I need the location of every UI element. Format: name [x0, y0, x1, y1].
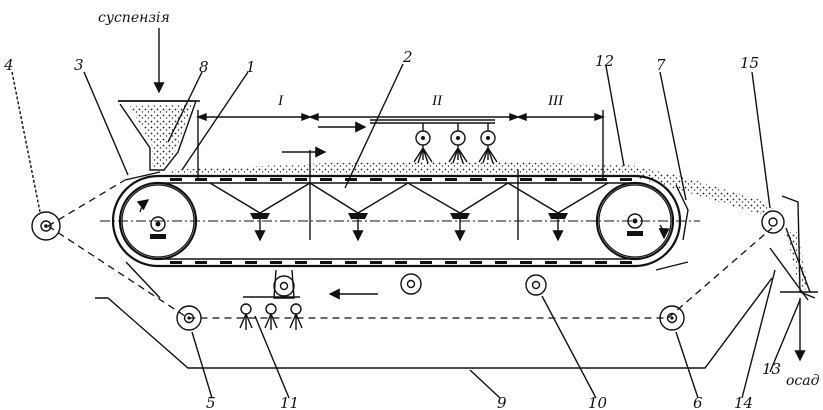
vacuum-chamber — [250, 213, 270, 242]
vacuum-chamber — [450, 213, 470, 242]
callout-6: 6 — [693, 394, 703, 410]
callout-13: 13 — [762, 360, 781, 378]
feed-hopper — [118, 100, 200, 171]
roller-4 — [31, 211, 61, 241]
callout-11: 11 — [280, 394, 299, 410]
spray-nozzle — [289, 303, 303, 330]
roller-mid — [400, 273, 422, 295]
cloth-guide-loop — [273, 269, 295, 299]
roller-5 — [176, 305, 202, 331]
callout-10: 10 — [588, 394, 608, 410]
callout-2: 2 — [402, 48, 413, 66]
filter-cloth-loop — [47, 179, 773, 319]
callout-15: 15 — [740, 54, 759, 72]
scraper-left — [125, 261, 161, 299]
sediment-layer — [170, 162, 775, 216]
roller-cloth-guide — [273, 275, 295, 297]
spray-nozzle — [413, 123, 433, 164]
leader-lines — [11, 63, 801, 399]
output-label: осад — [786, 373, 820, 389]
roller-10 — [525, 274, 547, 296]
feed-label: суспензія — [98, 10, 170, 26]
callout-12: 12 — [595, 52, 614, 70]
callout-4: 4 — [3, 56, 14, 74]
zone-dimension-line — [196, 110, 605, 178]
spray-nozzle — [448, 123, 468, 164]
callout-5: 5 — [206, 394, 216, 410]
callout-3: 3 — [74, 56, 84, 74]
spray-nozzle — [478, 123, 498, 164]
zone-label-2: II — [431, 93, 443, 109]
vacuum-chamber — [548, 213, 568, 242]
zone-label-3: III — [547, 93, 564, 109]
callout-7: 7 — [656, 56, 666, 74]
vacuum-chambers — [250, 213, 568, 242]
filter-cloth-top-run — [124, 171, 161, 181]
spray-nozzle — [264, 303, 278, 330]
callout-8: 8 — [199, 58, 209, 76]
scraper-7 — [675, 184, 689, 241]
zone-label-1: I — [277, 93, 284, 109]
discharge-chute — [780, 195, 818, 362]
conveyor-belt — [111, 174, 682, 268]
spray-nozzle — [239, 303, 253, 330]
belt-guide-lower-right — [655, 261, 689, 271]
wash-manifold — [370, 119, 498, 164]
callout-1: 1 — [246, 58, 256, 76]
callout-9: 9 — [497, 394, 507, 410]
housing-tray — [95, 277, 773, 369]
cloth-wash-sprayers — [239, 296, 303, 330]
roller-6 — [659, 305, 685, 331]
vacuum-chamber — [348, 213, 368, 242]
callout-14: 14 — [734, 394, 753, 410]
roller-15 — [761, 210, 785, 234]
